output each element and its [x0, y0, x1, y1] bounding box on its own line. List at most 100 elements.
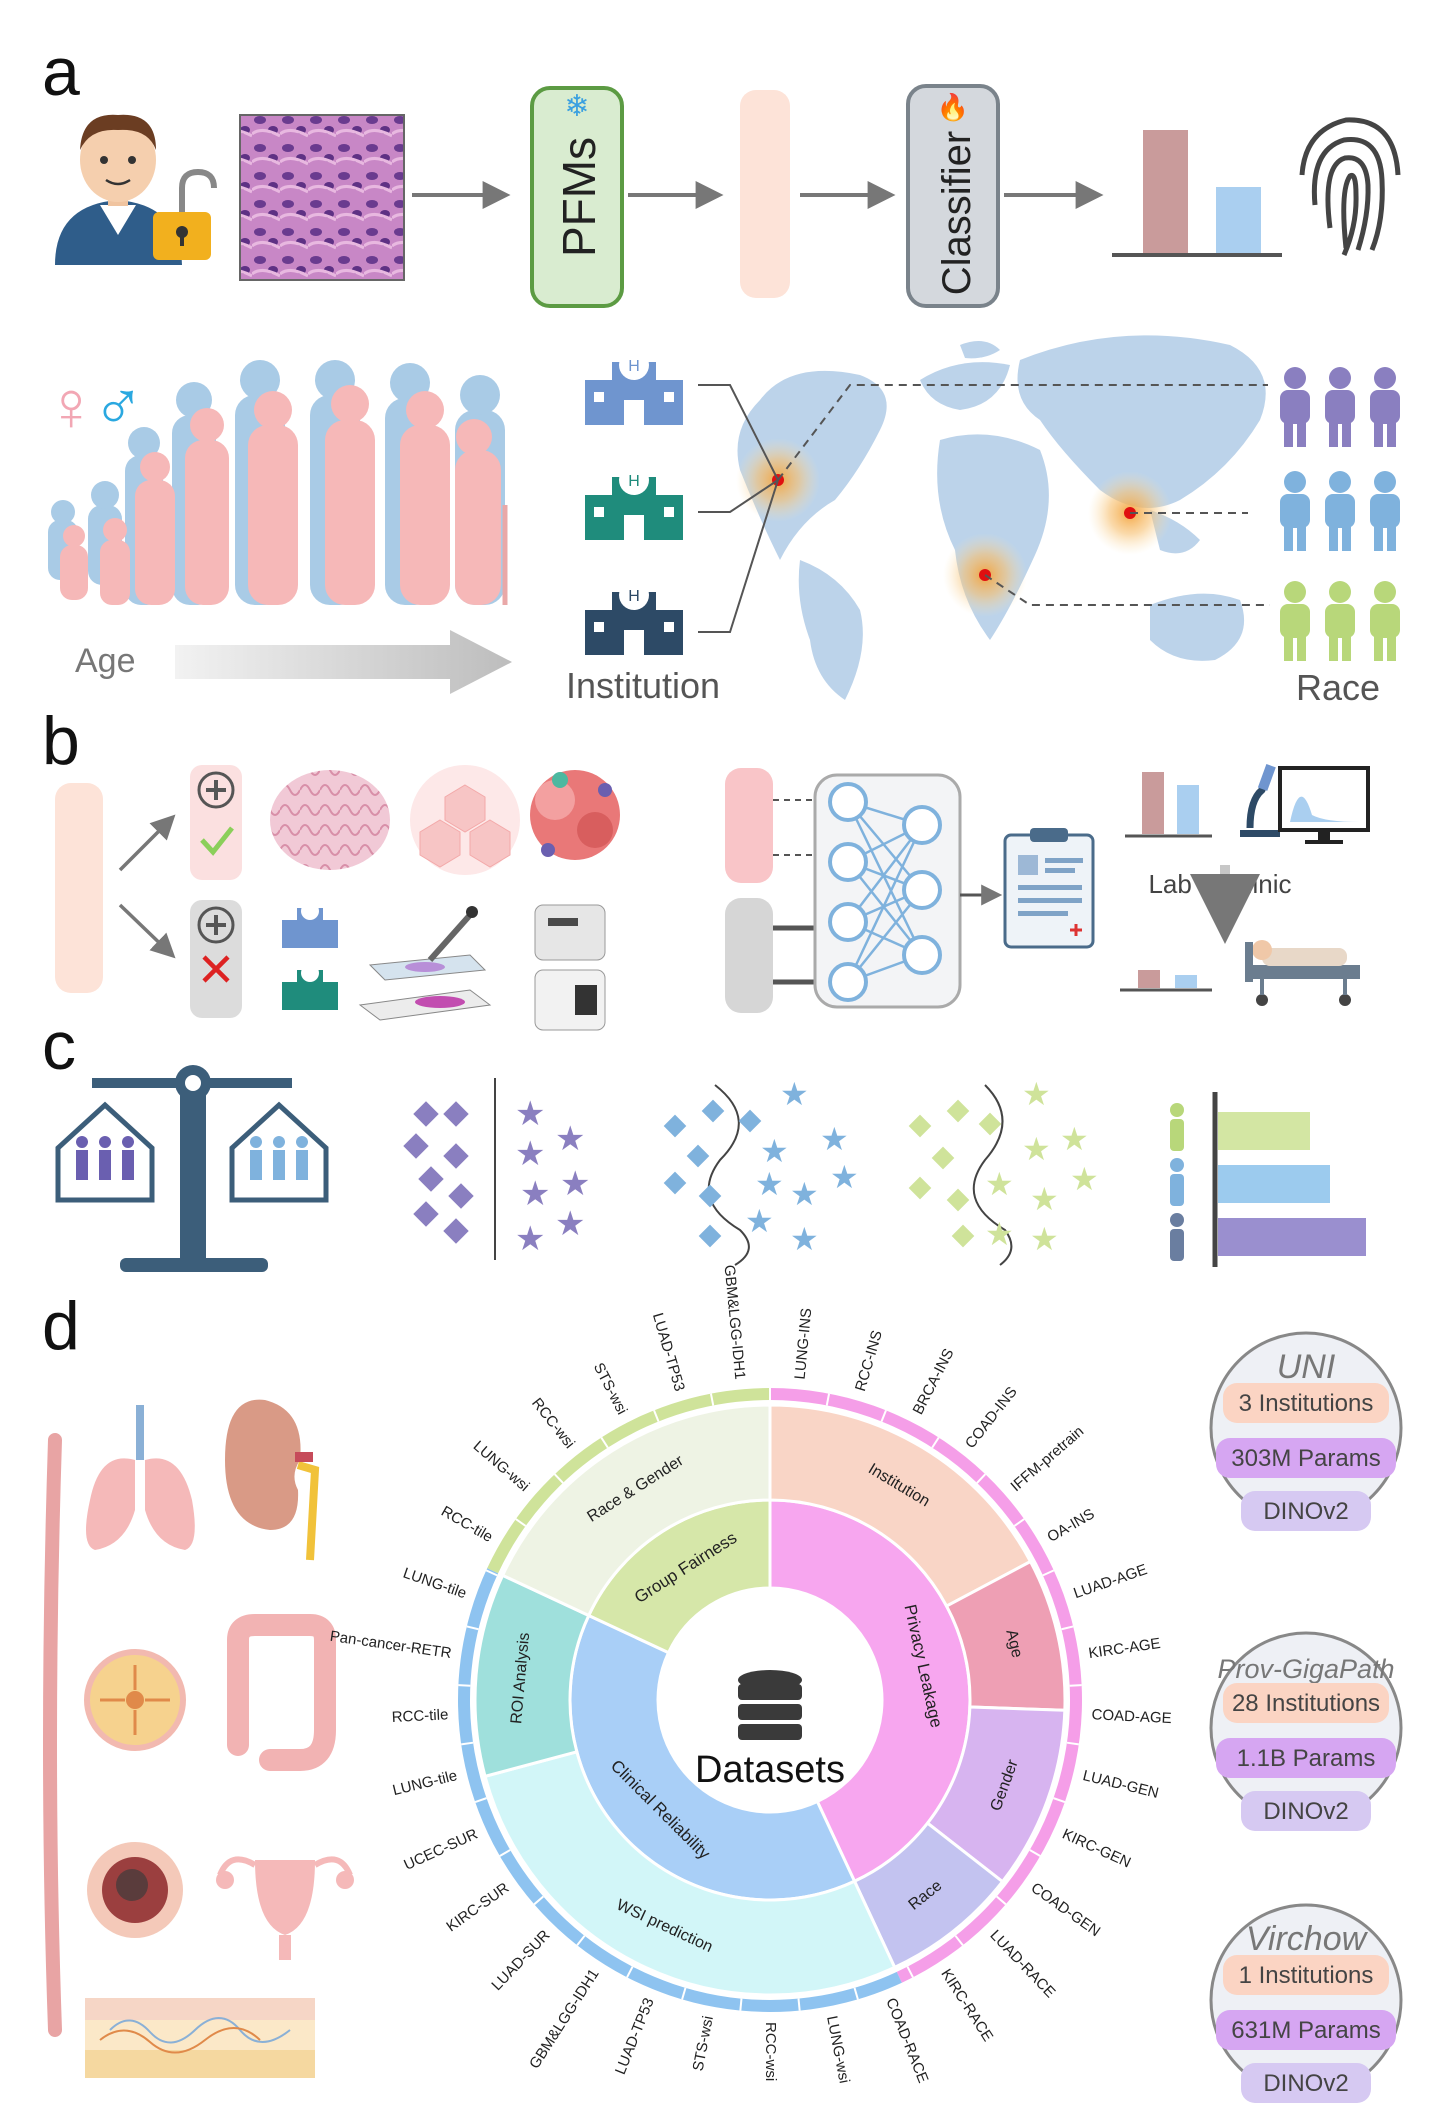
branch-arrow-down [118, 903, 176, 959]
outer-dataset-label: LUNG-INS [792, 1307, 816, 1380]
population-house-right-icon [229, 1101, 329, 1203]
outer-band-divider [1061, 1625, 1074, 1631]
outer-band-divider [474, 1797, 487, 1803]
population-house-left-icon [55, 1101, 155, 1203]
lungs-icon [86, 1405, 195, 1550]
model-params-pill [1216, 1438, 1396, 1478]
race-group-blue-icon [1280, 471, 1400, 551]
branch-arrow-up [118, 814, 176, 872]
model-method-pill [1241, 1491, 1371, 1531]
svg-text:★: ★ [780, 1076, 809, 1112]
sunburst-center-label: Datasets [695, 1749, 845, 1791]
microscope-icon [1240, 764, 1280, 837]
outer-band-divider [797, 1998, 801, 2011]
outer-band-divider [853, 1987, 859, 2000]
model-method-label: DINOv2 [1263, 1498, 1348, 1525]
outer-dataset-label: LUAD-TP53 [649, 1311, 688, 1393]
outer-band-divider [533, 1895, 544, 1906]
outer-band-divider [996, 1895, 1007, 1906]
group-performance-bars [1170, 1092, 1366, 1267]
outer-band-divider [1029, 1849, 1041, 1857]
svg-text:★: ★ [790, 1176, 819, 1212]
outer-band-divider [1053, 1797, 1066, 1803]
hospital-bed-patient-icon [1245, 940, 1360, 1006]
hospital-icon: H [585, 465, 683, 540]
model-institutions-pill [1223, 1383, 1389, 1423]
organ-sidebar [43, 1399, 354, 2078]
outer-band-divider [880, 1409, 887, 1422]
outer-dataset-label: LUNG-wsi [823, 2014, 853, 2084]
svg-text:H: H [628, 588, 640, 605]
model-name: Virchow [1246, 1920, 1369, 1958]
pfm-encoder-block: PFMs [530, 86, 624, 308]
model-institutions-label: 1 Institutions [1239, 1962, 1374, 1989]
model-params-label: 631M Params [1231, 2017, 1380, 2044]
outer-dataset-label: COAD-GEN [1028, 1879, 1104, 1940]
tumor-tissue-icon [87, 1842, 183, 1938]
outer-dataset-label: STS-wsi [590, 1360, 631, 1417]
outer-dataset-label: OA-INS [1044, 1505, 1097, 1546]
prediction-bar-chart-icon [1112, 130, 1282, 257]
outer-dataset-label: KIRC-RACE [937, 1966, 996, 2045]
skin-tissue-icon [85, 1998, 315, 2078]
svg-text:★: ★ [555, 1120, 585, 1158]
outer-dataset-label: LUAD-SUR [488, 1927, 553, 1994]
classifier-block: Classifier [906, 84, 1000, 308]
hospital-icon: H [585, 350, 683, 425]
outer-band-divider [1069, 1684, 1082, 1687]
kidney-icon [225, 1399, 320, 1561]
outer-dataset-label: LUAD-GEN [1081, 1767, 1160, 1802]
negative-outcome-card [190, 900, 242, 1018]
outer-band-divider [499, 1849, 511, 1857]
linear-separation-plot: ★★★ ★★★ ★ [403, 1078, 590, 1260]
outer-band-divider [553, 1473, 564, 1484]
outer-band-divider [976, 1473, 987, 1484]
svg-text:★: ★ [755, 1166, 784, 1202]
institution-label: Institution [566, 665, 720, 706]
svg-text:★: ★ [760, 1133, 789, 1169]
svg-text:H: H [628, 358, 640, 375]
outer-band-divider [653, 1409, 660, 1422]
snowflake-frozen-icon: ❄ [564, 90, 589, 123]
clinic-bar-chart-icon [1120, 970, 1212, 992]
positive-outcome-card [190, 765, 242, 880]
institution-connector-lines [698, 384, 779, 633]
svg-text:★: ★ [1022, 1076, 1051, 1112]
outer-band-divider [466, 1625, 479, 1631]
colon-icon [227, 1614, 336, 1771]
svg-text:★: ★ [555, 1205, 585, 1243]
model-institutions-pill [1223, 1955, 1389, 1995]
model-params-label: 1.1B Params [1237, 1745, 1376, 1772]
cell-cluster-icon [410, 765, 520, 875]
outer-dataset-label: LUNG-tile [391, 1767, 459, 1799]
model-name: UNI [1277, 1348, 1336, 1386]
outer-band-divider [458, 1684, 471, 1687]
svg-text:★: ★ [830, 1159, 859, 1195]
outer-dataset-label: KIRC-SUR [443, 1879, 512, 1935]
outer-dataset-label: COAD-RACE [882, 1996, 931, 2086]
svg-text:★: ★ [515, 1135, 545, 1173]
panel-label-b: b [42, 703, 80, 779]
outer-band-divider [576, 1935, 586, 1946]
fingerprint-icon [1299, 117, 1401, 256]
svg-text:★: ★ [560, 1165, 590, 1203]
model-institutions-label: 28 Institutions [1232, 1690, 1380, 1717]
svg-text:★: ★ [985, 1166, 1014, 1202]
svg-text:★: ★ [515, 1095, 545, 1133]
model-params-label: 303M Params [1231, 1445, 1380, 1472]
embedding-bar-gray [725, 898, 773, 1013]
outer-band-divider [825, 1393, 831, 1406]
svg-text:★: ★ [790, 1221, 819, 1257]
outer-dataset-label: UCEC-SUR [401, 1825, 480, 1873]
svg-text:★: ★ [985, 1216, 1014, 1252]
nonlinear-separation-plot-green: ★★★ ★★★ ★★ [908, 1076, 1099, 1266]
classifier-label: Classifier [935, 131, 979, 295]
outer-band-divider [485, 1569, 498, 1577]
model-institutions-pill [1223, 1683, 1389, 1723]
monitor-chart-icon [1278, 766, 1370, 844]
outer-dataset-label: STS-wsi [690, 2014, 717, 2072]
panel-label-d: d [42, 1288, 80, 1364]
